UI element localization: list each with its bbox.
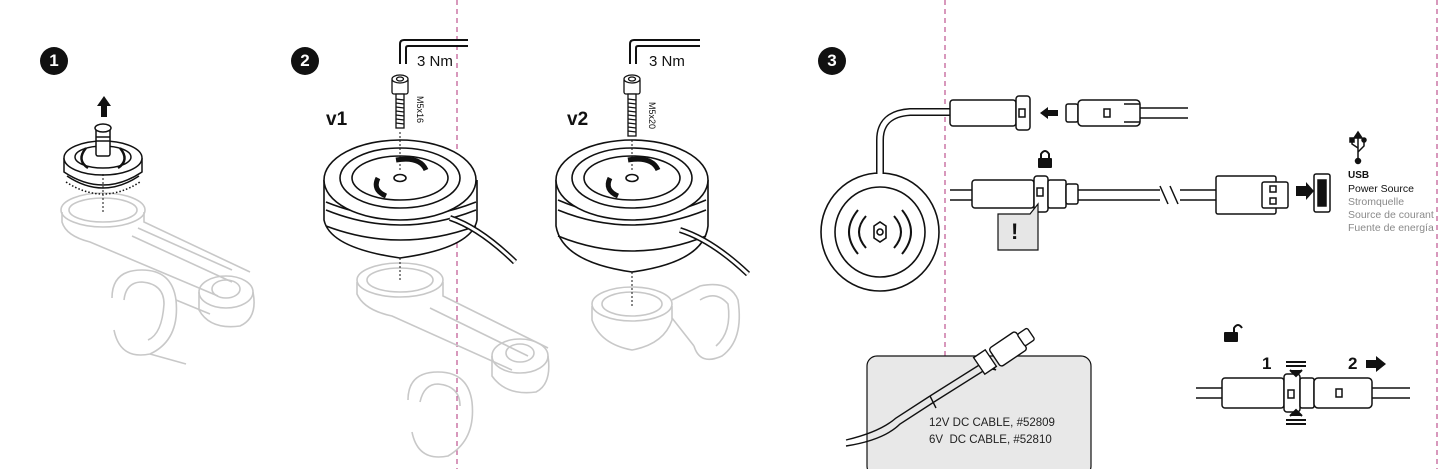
- v2-torque-label: 3 Nm: [649, 53, 685, 70]
- usb-icon: [1349, 130, 1367, 165]
- v2-bolt: [623, 74, 641, 137]
- v2-mount: [555, 139, 709, 273]
- v2-stem-faded: [591, 283, 741, 361]
- usb-power-source-fr: Source de courant: [1348, 209, 1434, 221]
- unlock-icon: [1224, 324, 1243, 342]
- v1-stem-faded: [356, 262, 550, 458]
- v1-bolt: [391, 74, 409, 129]
- arrow-left-icon: [1040, 107, 1058, 119]
- usb-title: USB: [1348, 170, 1370, 181]
- pull-right-arrow-icon: [1366, 356, 1386, 372]
- arrow-up-icon: [97, 96, 111, 117]
- usb-port: [1313, 173, 1331, 213]
- v1-label: v1: [326, 109, 348, 130]
- charging-puck: [820, 172, 940, 292]
- step-3-badge: 3: [818, 47, 846, 75]
- press-down-arrow-icon: [1286, 361, 1306, 378]
- step-2-badge: 2: [291, 47, 319, 75]
- dc-cable-6v-label: 6V DC CABLE, #52810: [929, 434, 1052, 446]
- disconnect-step-2: 2: [1348, 354, 1358, 373]
- step1-stem-faded: [60, 192, 255, 365]
- step-1-badge: 1: [40, 47, 68, 75]
- v2-label: v2: [567, 109, 589, 130]
- press-up-arrow-icon: [1286, 408, 1306, 425]
- arrow-right-icon: [1296, 182, 1314, 200]
- puck-cable: [876, 108, 950, 174]
- v1-allen-key-icon: [399, 39, 468, 64]
- top-connector-female: [949, 95, 1031, 131]
- v1-torque-label: 3 Nm: [417, 53, 453, 70]
- usb-power-source-de: Stromquelle: [1348, 196, 1405, 208]
- v2-allen-key-icon: [629, 39, 700, 64]
- disconnect-connector: [1196, 373, 1410, 413]
- locked-connector: [950, 175, 1289, 215]
- v2-bolt-size: M5x20: [647, 102, 657, 130]
- v1-bolt-size: M5x16: [415, 96, 425, 124]
- top-connector-male: [1065, 99, 1188, 127]
- usb-power-source-es: Fuente de energía: [1348, 222, 1434, 234]
- step1-cap: [63, 123, 143, 195]
- lock-icon: [1038, 150, 1052, 168]
- dc-cable-12v-label: 12V DC CABLE, #52809: [929, 417, 1055, 429]
- warning-callout: [997, 202, 1039, 251]
- warning-symbol: !: [1011, 219, 1019, 244]
- usb-power-source-en: Power Source: [1348, 183, 1414, 195]
- disconnect-step-1: 1: [1262, 354, 1272, 373]
- dc-cable-drawing: [845, 327, 1035, 447]
